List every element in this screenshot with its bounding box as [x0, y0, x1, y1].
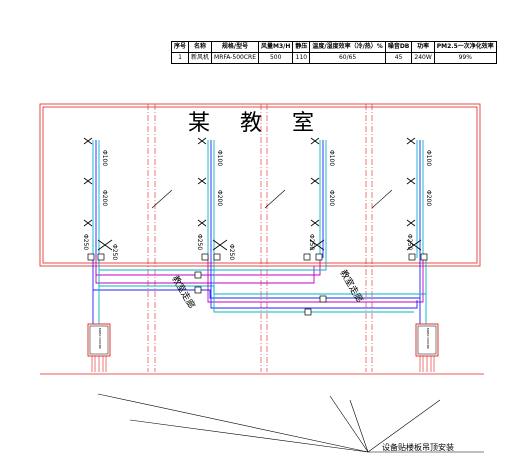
room-title-char: 教 [240, 111, 262, 136]
corridor-label: 教室走廊 [337, 268, 365, 305]
duct-size-label: Φ100 [328, 150, 335, 166]
room-title-char: 某 [188, 111, 210, 136]
fresh-air-unit-left: MRFA-500CRE [87, 323, 111, 372]
spec-cell: 500 [258, 52, 294, 64]
spec-cell: MRFA-500CRE [211, 52, 260, 64]
branch-ducts [92, 140, 424, 258]
unit-label: MRFA-500CRE [98, 328, 102, 349]
room-title: 某 教 室 [188, 111, 314, 136]
diffuser-markers [83, 137, 422, 251]
duct-size-label: Φ250 [82, 234, 89, 250]
duct-size-label: Φ200 [328, 190, 335, 206]
room-title-char: 室 [292, 111, 314, 136]
duct-size-label: Φ250 [228, 244, 235, 260]
duct-size-labels: Φ100 Φ200 Φ250 Φ250 Φ100 Φ200 Φ250 Φ250 … [82, 150, 432, 260]
duct-size-label: Φ250 [196, 234, 203, 250]
installation-note: 设备贴楼板吊顶安装 [382, 442, 454, 452]
corridor-label: 教室走廊 [169, 274, 197, 311]
duct-size-label: Φ250 [111, 244, 118, 260]
spec-cell: 60/65 [309, 52, 386, 64]
main-ducts [92, 258, 427, 328]
grid-lines [147, 104, 373, 372]
duct-size-label: Φ200 [425, 190, 432, 206]
spec-cell: 240W [411, 52, 435, 64]
duct-size-label: Φ200 [216, 190, 223, 206]
duct-size-label: Φ100 [216, 150, 223, 166]
unit-label: MRFA-500CRE [426, 328, 430, 349]
spec-cell: 1 [170, 52, 190, 64]
duct-size-label: Φ200 [101, 190, 108, 206]
spec-cell: 99% [433, 52, 497, 64]
duct-size-label: Φ250 [308, 234, 315, 250]
spec-table: 序号 名称 规格/型号 风量M3/H 静压 温度/湿度效率（冷/热）% 噪音DB… [170, 41, 497, 64]
note-leader-lines [97, 393, 484, 453]
room-walls [39, 103, 481, 267]
duct-size-label: Φ100 [101, 150, 108, 166]
leader-lines [151, 189, 393, 209]
spec-row: 1 新风机 MRFA-500CRE 500 110 60/65 45 240W … [170, 52, 497, 64]
fresh-air-unit-right: MRFA-500CRE [415, 323, 439, 372]
duct-size-label: Φ100 [425, 150, 432, 166]
spec-cell: 新风机 [188, 52, 213, 64]
damper-boxes [87, 253, 428, 316]
duct-size-label: Φ250 [406, 234, 413, 250]
